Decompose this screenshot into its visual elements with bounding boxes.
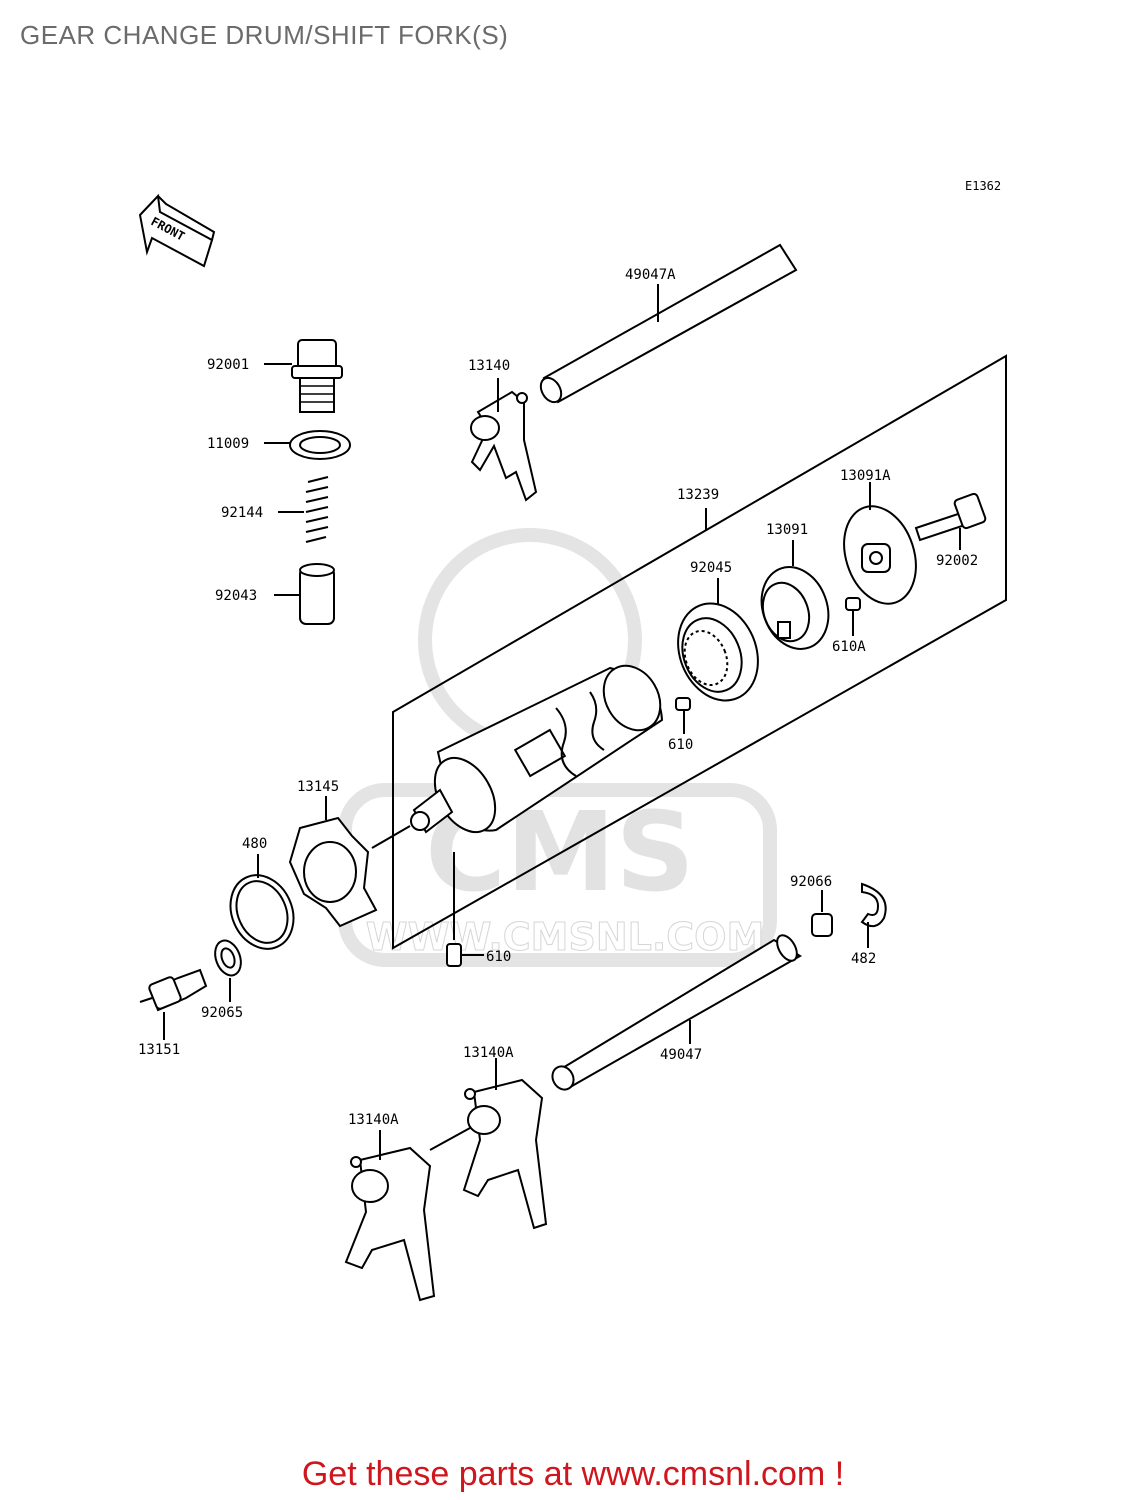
gasket xyxy=(264,430,351,460)
bearing xyxy=(677,578,759,702)
part-label-shaft: 49047 xyxy=(660,1047,702,1063)
shift-fork-top xyxy=(470,378,538,502)
part-label-circlip: 480 xyxy=(242,836,267,852)
part-label-spring: 92144 xyxy=(221,505,263,521)
promo-link[interactable]: Get these parts at www.cmsnl.com ! xyxy=(301,1455,845,1493)
part-label-pin-lower: 610 xyxy=(486,949,511,965)
spring xyxy=(278,476,329,543)
part-label-fork-mid: 13140A xyxy=(463,1045,514,1061)
washer xyxy=(214,939,242,1002)
holder xyxy=(760,540,830,650)
shift-fork-middle xyxy=(462,1058,548,1230)
drum-assembly-frame xyxy=(392,354,1007,950)
collar xyxy=(274,563,335,625)
part-label-plug: 92001 xyxy=(207,357,249,373)
shaft-upper xyxy=(539,243,798,404)
part-label-gasket: 11009 xyxy=(207,436,249,452)
part-label-plate: 13091A xyxy=(840,468,891,484)
part-label-washer: 92065 xyxy=(201,1005,243,1021)
shift-fork-lower xyxy=(344,1127,471,1302)
shaft-lower xyxy=(551,934,802,1091)
spacer xyxy=(811,890,833,937)
part-label-bearing: 92045 xyxy=(690,560,732,576)
snap-ring xyxy=(860,882,887,948)
part-label-spacer: 92066 xyxy=(790,874,832,890)
part-label-bolt: 92002 xyxy=(936,553,978,569)
diagram-code: E1362 xyxy=(965,179,1001,193)
part-label-pin-drum: 610 xyxy=(668,737,693,753)
part-label-holder: 13091 xyxy=(766,522,808,538)
front-arrow-icon: FRONT xyxy=(138,193,216,268)
neutral-switch xyxy=(139,968,208,1040)
part-label-collar: 92043 xyxy=(215,588,257,604)
part-label-pin-a: 610A xyxy=(832,639,866,655)
bolt xyxy=(914,492,987,550)
part-label-snap-ring: 482 xyxy=(851,951,876,967)
gear-change-drum xyxy=(371,508,707,940)
pin-a xyxy=(845,597,861,636)
part-label-shaft-a: 49047A xyxy=(625,267,676,283)
part-label-switch: 13151 xyxy=(138,1042,180,1058)
pin-lower xyxy=(446,943,484,967)
pin-drum xyxy=(675,697,691,734)
part-label-cam: 13145 xyxy=(297,779,339,795)
page-title: GEAR CHANGE DRUM/SHIFT FORK(S) xyxy=(20,20,509,50)
part-label-fork-top: 13140 xyxy=(468,358,510,374)
shift-drum-cam xyxy=(288,796,378,928)
plug xyxy=(264,339,343,413)
circlip xyxy=(229,854,295,950)
plate xyxy=(843,482,917,605)
part-label-drum-assy: 13239 xyxy=(677,487,719,503)
part-label-fork-low: 13140A xyxy=(348,1112,399,1128)
watermark-url: WWW.CMSNL.COM xyxy=(366,915,765,959)
